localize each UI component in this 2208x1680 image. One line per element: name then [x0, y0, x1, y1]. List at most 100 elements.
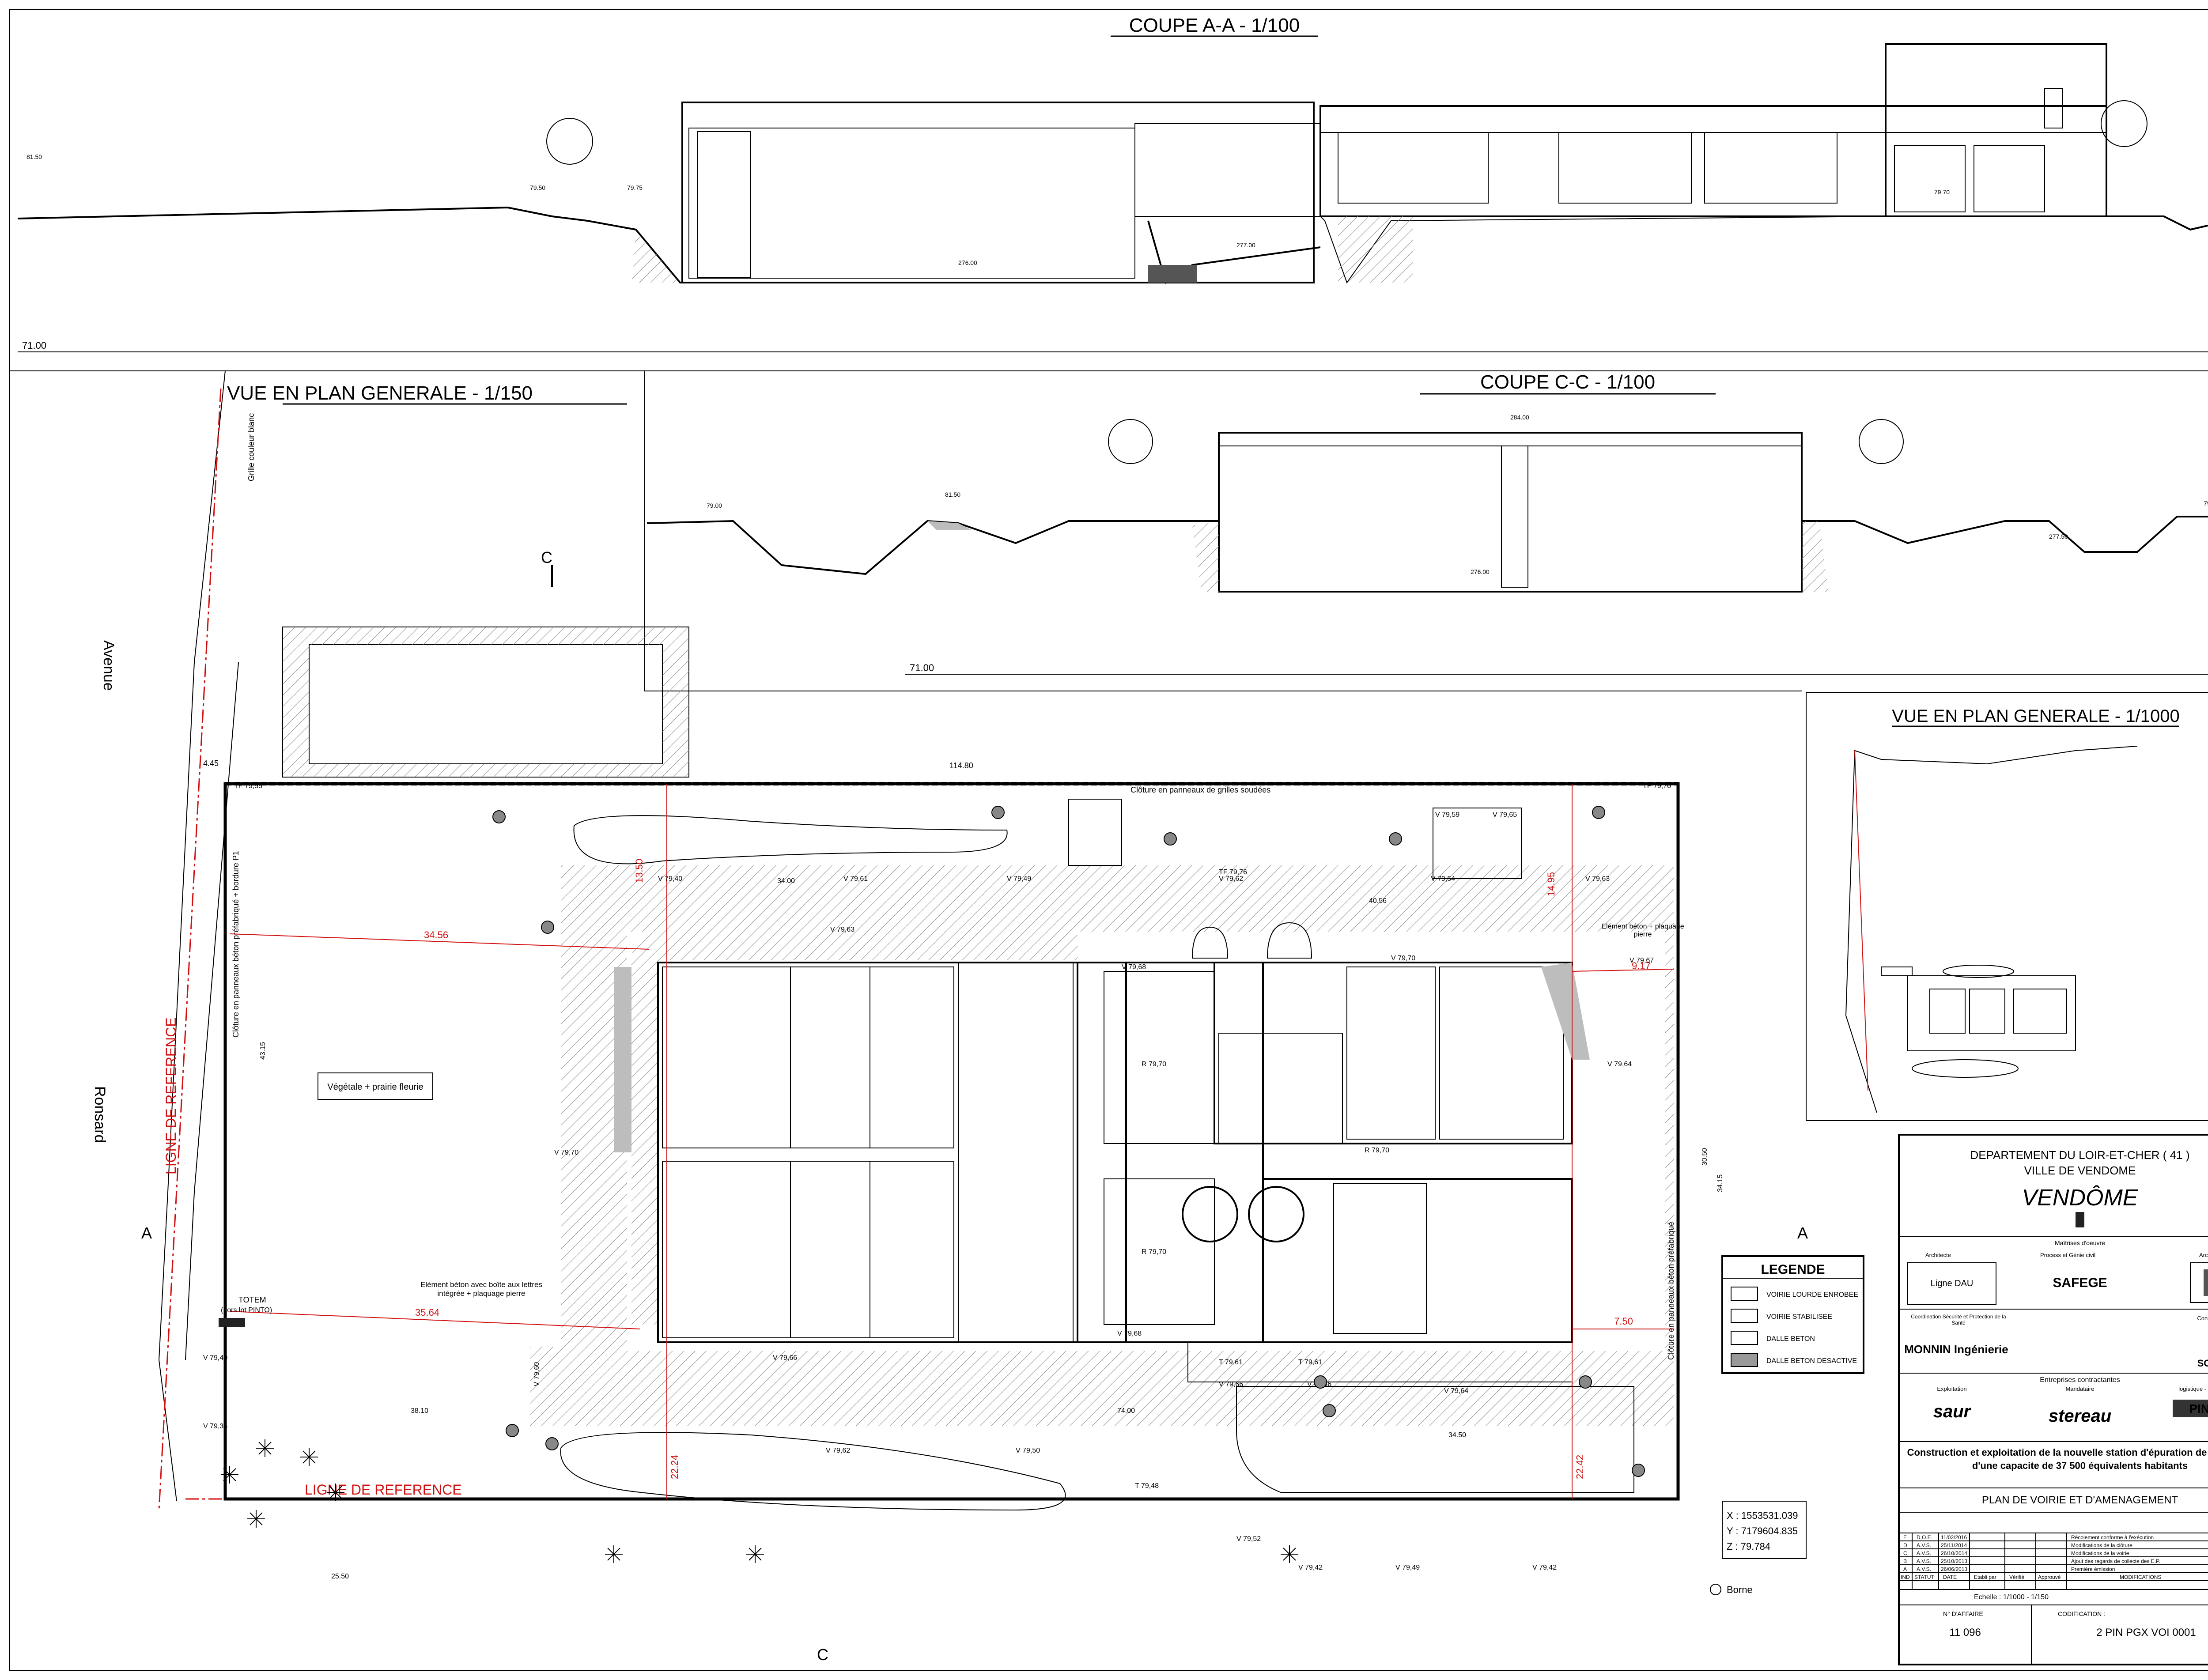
level-v-9b: V 79,66 [1219, 1381, 1243, 1388]
level-v-3b: V 79,49 [1395, 1564, 1420, 1571]
legend-swatch-0 [1731, 1287, 1758, 1301]
dim-3450: 34.50 [1448, 1431, 1466, 1439]
detail-bubble-cc-left [1108, 419, 1153, 464]
dim-2550: 25.50 [331, 1573, 349, 1580]
rev-h-date: DATE [1943, 1574, 1957, 1580]
rev-2-desc: Modifications de la voirie [2071, 1550, 2129, 1556]
totem-sub: (hors lot PINTO) [221, 1306, 272, 1314]
coupe-aa: COUPE A-A - 1/100 71.00 81.50 79.50 79.7… [17, 15, 2208, 352]
coord-z: Z : 79.784 [1727, 1541, 1770, 1552]
level-v-15: V 79,35 [203, 1423, 227, 1430]
legend-item-3: DALLE BETON DESACTIVE [1766, 1357, 1857, 1365]
svg-text:276.00: 276.00 [1471, 568, 1490, 575]
svg-text:277.00: 277.00 [1236, 242, 1255, 249]
saur-logo: saur [1933, 1402, 1972, 1421]
architecte-logo [2190, 1262, 2208, 1303]
rev-3-statut: A.V.S. [1917, 1558, 1931, 1564]
detail-bubble-cc-right [1859, 419, 1904, 464]
svg-text:79.00: 79.00 [707, 502, 722, 509]
level-tf-2: TF 79,70 [1643, 782, 1671, 790]
entreprises-label: Entreprises contractantes [2040, 1376, 2120, 1384]
level-v-1: V 79,40 [658, 875, 682, 883]
level-v-12: V 79,50 [1016, 1447, 1040, 1454]
project-label: Construction et exploitation de la nouve… [1907, 1447, 2208, 1471]
coupe-cc: COUPE C-C - 1/100 71.00 79.00 81.50 276.… [647, 371, 2208, 675]
section-a-right: A [1797, 1224, 1808, 1242]
affaire-value: 11 096 [1949, 1627, 1981, 1638]
dim-917: 9.17 [1632, 960, 1651, 971]
plan-150-title: VUE EN PLAN GENERALE - 1/150 [227, 382, 533, 404]
rev-3-ind: B [1903, 1558, 1907, 1564]
coupe-cc-ref-level: 71.00 [910, 662, 934, 673]
level-v-4: V 79,62 [1219, 875, 1243, 883]
tank-circle-right [1248, 1186, 1304, 1242]
main-building [657, 962, 1127, 1343]
rev-0-desc: Récolement conforme à l'exécution [2071, 1534, 2154, 1540]
rev-1-statut: A.V.S. [1917, 1542, 1931, 1548]
vegetal-box [318, 1072, 433, 1100]
frame-divider-cc [644, 371, 1802, 691]
dim-114: 114.80 [949, 761, 973, 770]
tower-section-aa [1885, 43, 2107, 217]
level-r-1: R 79,70 [1142, 1061, 1166, 1068]
legend-item-2: DALLE BETON [1766, 1335, 1815, 1343]
dim-750: 7.50 [1614, 1316, 1633, 1327]
parking-pmr [1433, 808, 1522, 879]
logistique-label: logistique - Concepteur [2178, 1386, 2208, 1392]
rev-4-date: 26/06/2013 [1941, 1566, 1967, 1572]
pinto-logo: PINTO [2189, 1402, 2208, 1416]
totem-label: TOTEM [238, 1295, 266, 1304]
level-v-1b: V 79,40 [203, 1354, 227, 1362]
svg-text:79.50: 79.50 [530, 184, 545, 191]
exploitation-label: Exploitation [1937, 1386, 1966, 1392]
section-a-left: A [141, 1224, 152, 1242]
ligne-reference-horizontal: LIGNE DE REFERENCE [305, 1482, 462, 1498]
cloture-left: Clôture en panneaux béton préfabriqué + … [231, 851, 240, 1038]
rev-2-ind: C [1903, 1550, 1907, 1556]
legend-swatch-1 [1731, 1309, 1758, 1323]
plan-150: Avenue Ronsard LIGNE DE REFERENCE LIGNE … [91, 370, 1808, 1664]
dim-3456: 34.56 [424, 929, 448, 940]
element-beton-label: Elément béton avec boîte aux lettres int… [420, 1280, 542, 1298]
dim-4056: 40.56 [1369, 897, 1387, 905]
svg-text:79.75: 79.75 [627, 184, 643, 191]
section-c-top: C [541, 548, 552, 566]
level-v-14: V 79,42 [1298, 1564, 1323, 1571]
level-r-3: R 79,70 [1365, 1147, 1389, 1154]
controle-label: Contrôle technique [2197, 1315, 2208, 1321]
dim-2224: 22.24 [669, 1455, 680, 1479]
svg-text:81.50: 81.50 [26, 153, 42, 160]
dim-3400: 34.00 [777, 877, 795, 885]
grille-label: Grille couleur blanc [247, 413, 256, 481]
dim-1495: 14.95 [1546, 872, 1557, 896]
trees-cluster [221, 1439, 1298, 1563]
sheet-border [9, 9, 2208, 1671]
dim-3564: 35.64 [415, 1307, 439, 1318]
building-section-cc [1218, 432, 1803, 593]
codif-label: CODIFICATION : [2058, 1610, 2105, 1617]
detail-bubble-aa-left [546, 118, 593, 165]
rev-1-ind: D [1903, 1542, 1907, 1548]
level-v-5: V 79,54 [1431, 875, 1455, 883]
rev-4-desc: Première émission [2071, 1566, 2115, 1572]
mandataire-label: Mandataire [2065, 1386, 2094, 1392]
level-t-1: T 79,61 [1219, 1359, 1243, 1366]
rev-0-date: 11/02/2016 [1941, 1534, 1967, 1540]
level-t-3: T 79,48 [1135, 1482, 1159, 1490]
svg-text:277.50: 277.50 [2049, 533, 2068, 540]
plan-title-label: PLAN DE VOIRIE ET D'AMENAGEMENT [1982, 1494, 2178, 1506]
rev-h-approuve: Approuvé [2038, 1574, 2061, 1580]
level-v-7: V 79,68 [1122, 963, 1146, 971]
level-v-2: V 79,61 [843, 875, 868, 883]
safege-logo: SAFEGE [2053, 1276, 2107, 1290]
coupe-cc-title: COUPE C-C - 1/100 [1480, 371, 1655, 393]
level-v-6: V 79,63 [1585, 875, 1610, 883]
rev-4-ind: A [1903, 1566, 1907, 1572]
green-island-top [573, 815, 1008, 865]
building-section-aa [681, 102, 1315, 283]
role-architecte: Architecte [1925, 1252, 1951, 1258]
echelle-label: Echelle : 1/1000 - 1/150 [1974, 1593, 2049, 1601]
legend-title: LEGENDE [1761, 1262, 1825, 1277]
rev-1-date: 25/11/2014 [1941, 1542, 1967, 1548]
